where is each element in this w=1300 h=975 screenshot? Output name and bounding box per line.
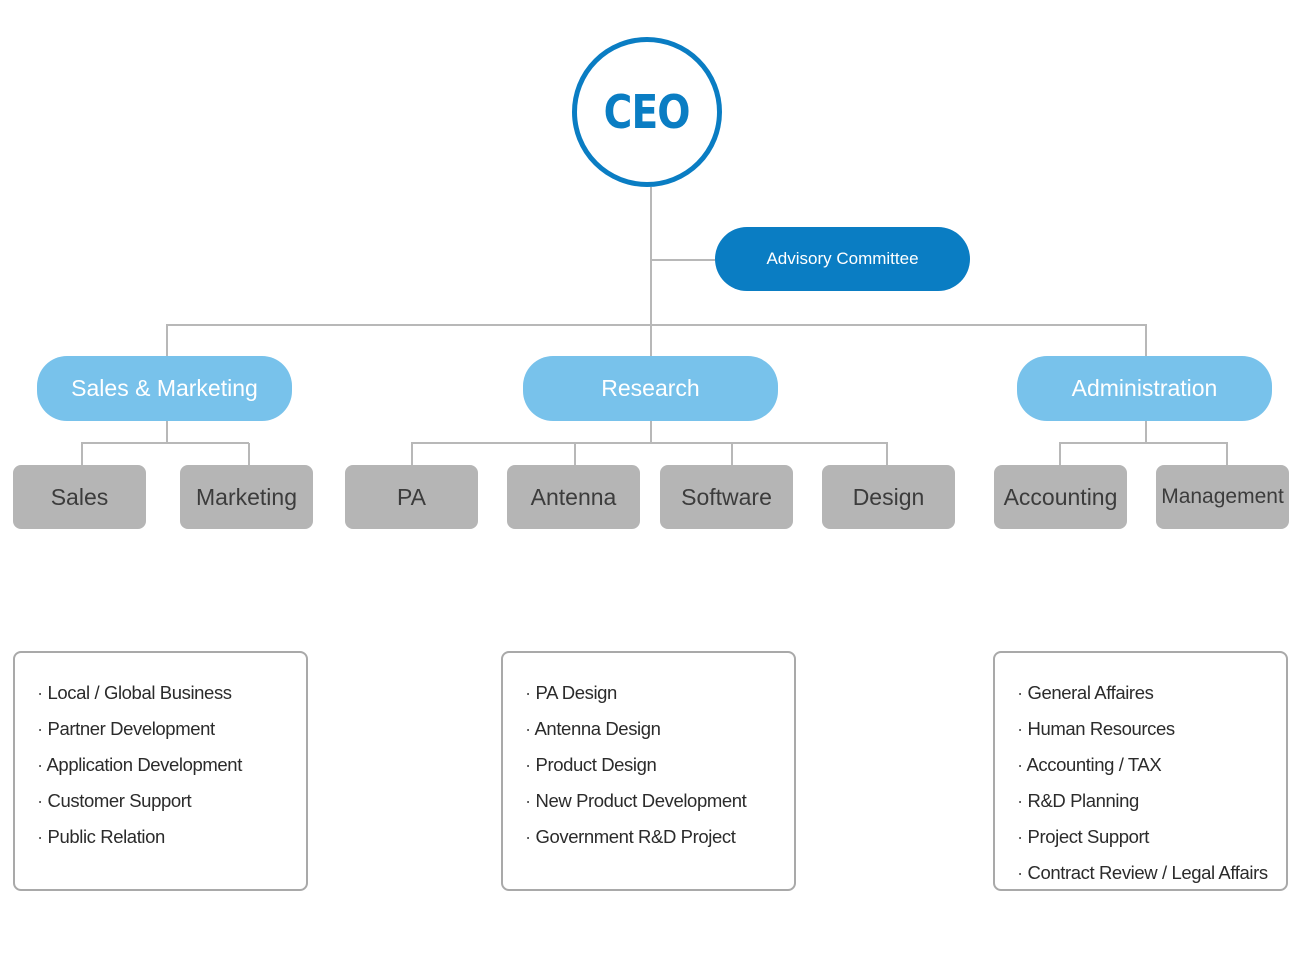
duty-item: General Affaires [1017, 679, 1286, 715]
duties-box-research: PA Design Antenna Design Product Design … [501, 651, 796, 891]
duty-item: Local / Global Business [37, 679, 306, 715]
team-software: Software [660, 465, 793, 529]
duty-item: Product Design [525, 751, 794, 787]
duty-item: New Product Development [525, 787, 794, 823]
research-team-line [411, 442, 888, 465]
duty-item: Human Resources [1017, 715, 1286, 751]
duty-item: Project Support [1017, 823, 1286, 859]
ceo-node: CEO [572, 37, 722, 187]
duties-box-sales-marketing: Local / Global Business Partner Developm… [13, 651, 308, 891]
duty-item: Contract Review / Legal Affairs [1017, 859, 1286, 895]
team-antenna: Antenna [507, 465, 640, 529]
team-design: Design [822, 465, 955, 529]
ceo-label: CEO [603, 85, 691, 139]
duty-item: Application Development [37, 751, 306, 787]
duty-item: Public Relation [37, 823, 306, 859]
duty-item: Antenna Design [525, 715, 794, 751]
dept-sales-marketing: Sales & Marketing [37, 356, 292, 421]
duty-item: Accounting / TAX [1017, 751, 1286, 787]
duties-box-administration: General Affaires Human Resources Account… [993, 651, 1288, 891]
dept-administration: Administration [1017, 356, 1272, 421]
duty-item: PA Design [525, 679, 794, 715]
team-marketing: Marketing [180, 465, 313, 529]
dept-bus-line [166, 324, 1147, 356]
team-pa: PA [345, 465, 478, 529]
duty-item: R&D Planning [1017, 787, 1286, 823]
sales-marketing-team-line [81, 421, 168, 465]
dept-research: Research [523, 356, 778, 421]
team-sales: Sales [13, 465, 146, 529]
duty-item: Partner Development [37, 715, 306, 751]
admin-team-line [1059, 442, 1228, 465]
advisory-committee-node: Advisory Committee [715, 227, 970, 291]
duty-item: Customer Support [37, 787, 306, 823]
duty-item: Government R&D Project [525, 823, 794, 859]
team-accounting: Accounting [994, 465, 1127, 529]
team-management: Management [1156, 465, 1289, 529]
